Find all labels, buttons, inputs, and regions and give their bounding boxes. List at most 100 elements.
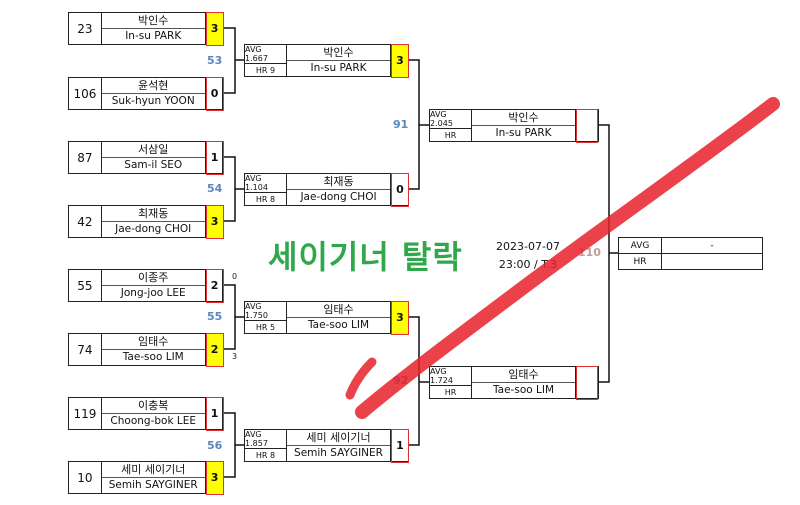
score: 2 — [205, 268, 224, 303]
match-info: 2023-07-07 23:00 / T.3 — [488, 238, 568, 274]
player-name-english: In-su PARK — [125, 30, 182, 43]
seed-number: 55 — [69, 270, 102, 301]
final-hr-value — [662, 254, 762, 269]
player-name-english: In-su PARK — [495, 127, 552, 140]
match-date: 2023-07-07 — [496, 240, 560, 253]
player-name-english: Sam-il SEO — [124, 159, 183, 172]
seed-number: 42 — [69, 206, 102, 237]
player-name-korean: 박인수 — [287, 45, 390, 61]
hr: HR 8 — [255, 194, 276, 204]
hr: HR 9 — [255, 65, 276, 75]
player-name-english: Tae-soo LIM — [307, 319, 370, 332]
seed-number: 74 — [69, 334, 102, 365]
score — [576, 108, 598, 143]
player-name-english: Jae-dong CHOI — [115, 223, 192, 236]
shootout-score-top: 0 — [232, 272, 238, 281]
match-number: 91 — [393, 118, 409, 131]
player-name-korean: 임태수 — [287, 302, 390, 318]
match-number: 110 — [578, 246, 601, 259]
player-name-korean: 이충복 — [101, 398, 205, 414]
match-number: 53 — [207, 54, 223, 67]
score: 0 — [205, 76, 224, 111]
match-number: 55 — [207, 310, 223, 323]
score: 3 — [391, 300, 409, 335]
player-name-english: Semih SAYGINER — [108, 479, 198, 492]
player-name-english: Suk-hyun YOON — [111, 95, 195, 108]
player-name-korean: 박인수 — [472, 110, 575, 126]
score: 2 — [205, 332, 224, 367]
seed-number: 87 — [69, 142, 102, 173]
score: 1 — [391, 428, 409, 463]
final-avg-value: - — [710, 240, 714, 251]
score — [576, 365, 598, 400]
player-name-korean: 세미 세이기너 — [101, 462, 205, 478]
player-name-english: Tae-soo LIM — [122, 351, 184, 364]
score: 1 — [205, 396, 224, 431]
match-number: 54 — [207, 182, 223, 195]
hr: HR — [444, 387, 457, 397]
player-name-english: Tae-soo LIM — [492, 384, 555, 397]
avg: AVG 1.104 — [245, 174, 286, 193]
seed-number: 23 — [69, 13, 102, 44]
final-avg-label: AVG — [619, 238, 662, 253]
avg: AVG 1.667 — [245, 45, 286, 64]
avg: AVG 1.857 — [245, 430, 286, 449]
score: 3 — [391, 43, 409, 78]
player-name-english: Choong-bok LEE — [110, 415, 196, 428]
player-name-korean: 박인수 — [101, 13, 205, 29]
score: 3 — [205, 11, 224, 46]
player-name-korean: 윤석현 — [101, 78, 205, 94]
score: 3 — [205, 204, 224, 239]
avg: AVG 1.750 — [245, 302, 286, 321]
match-number: 56 — [207, 439, 223, 452]
hr: HR 8 — [255, 450, 276, 460]
player-name-korean: 세미 세이기너 — [287, 430, 390, 446]
seed-number: 10 — [69, 462, 102, 493]
player-name-korean: 최재동 — [101, 206, 205, 222]
final-hr-label: HR — [619, 254, 662, 269]
player-name-korean: 임태수 — [472, 367, 575, 383]
player-name-english: Semih SAYGINER — [294, 447, 383, 460]
score: 3 — [205, 460, 224, 495]
score: 0 — [391, 172, 409, 207]
avg: AVG 2.045 — [430, 110, 471, 129]
match-time-table: 23:00 / T.3 — [498, 258, 558, 271]
headline: 세이기너 탈락 — [268, 238, 463, 276]
hr: HR 5 — [255, 322, 276, 332]
player-name-english: Jae-dong CHOI — [300, 191, 377, 204]
player-name-korean: 임태수 — [101, 334, 205, 350]
avg: AVG 1.724 — [430, 367, 471, 386]
final-box: AVG - HR — [618, 237, 763, 270]
player-name-english: Jong-joo LEE — [120, 287, 186, 300]
player-name-english: In-su PARK — [310, 62, 367, 75]
